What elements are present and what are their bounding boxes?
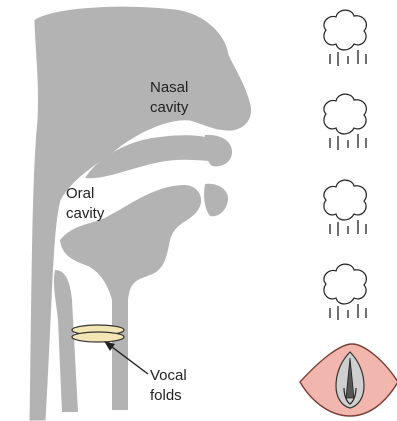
trachea [54, 270, 78, 412]
vocal-folds-top-view-icon [300, 344, 397, 416]
nasal-cavity-label-line2: cavity [150, 99, 189, 116]
vocal-folds [72, 325, 124, 342]
nasal-cavity-label-line1: Nasal [150, 79, 188, 96]
oral-cavity-label-line1: Oral [66, 185, 94, 202]
sound-puff-icon [324, 180, 366, 236]
cloud-icon [324, 180, 366, 220]
lower-lip [204, 184, 228, 217]
sound-puff-icon [324, 10, 366, 66]
cloud-icon [324, 10, 366, 50]
vocal-folds-label-line2: folds [150, 387, 182, 404]
head-cross-section [30, 7, 251, 420]
oral-cavity-label-line2: cavity [66, 205, 105, 222]
cloud-icon [324, 94, 366, 134]
vocal-folds-label-line1: Vocal [150, 367, 187, 384]
sound-puff-icon [324, 264, 366, 320]
upper-lip [205, 135, 232, 166]
sound-puff-icons [324, 10, 366, 320]
sound-puff-icon [324, 94, 366, 150]
cloud-icon [324, 264, 366, 304]
